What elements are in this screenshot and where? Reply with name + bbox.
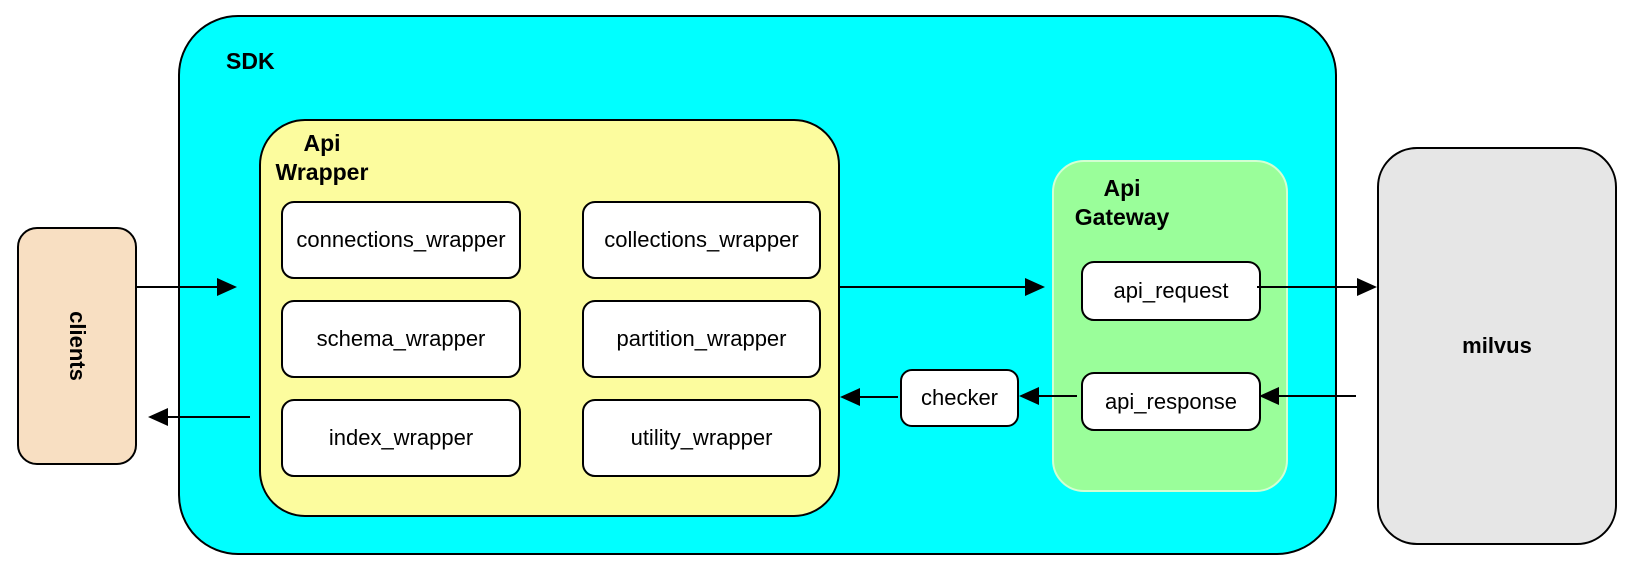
arrowhead-clients-to-wrapper: [217, 278, 237, 296]
node-checker: checker: [900, 369, 1019, 427]
node-milvus: milvus: [1377, 147, 1617, 545]
arrow-line-request-to-milvus: [1257, 286, 1357, 288]
node-api-gateway-container: Api Gateway api_request api_response: [1052, 160, 1288, 492]
arrow-line-milvus-to-response: [1279, 395, 1356, 397]
sdk-label: SDK: [226, 48, 275, 74]
node-api-wrapper-container: Api Wrapper connections_wrapper collecti…: [259, 119, 840, 517]
node-collections-wrapper: collections_wrapper: [582, 201, 821, 279]
api-gateway-label: Api Gateway: [1074, 175, 1170, 230]
arrowhead-wrapper-to-gateway: [1025, 278, 1045, 296]
arrowhead-milvus-to-response: [1259, 387, 1279, 405]
clients-label: clients: [64, 311, 90, 381]
arrowhead-request-to-milvus: [1357, 278, 1377, 296]
node-api-request: api_request: [1081, 261, 1261, 321]
checker-label: checker: [920, 385, 999, 410]
arrow-line-wrapper-to-clients: [166, 416, 250, 418]
node-sdk-container: SDK Api Wrapper connections_wrapper coll…: [178, 15, 1337, 555]
arrow-line-checker-to-wrapper: [860, 396, 898, 398]
milvus-label: milvus: [1462, 333, 1532, 358]
wrapper-grid: connections_wrapper collections_wrapper …: [281, 201, 821, 477]
node-utility-wrapper: utility_wrapper: [582, 399, 821, 477]
arrow-line-wrapper-to-gateway: [838, 286, 1025, 288]
arrowhead-checker-to-wrapper: [840, 388, 860, 406]
node-connections-wrapper: connections_wrapper: [281, 201, 521, 279]
node-index-wrapper: index_wrapper: [281, 399, 521, 477]
node-partition-wrapper: partition_wrapper: [582, 300, 821, 378]
arrow-line-clients-to-wrapper: [137, 286, 217, 288]
api-wrapper-label: Api Wrapper: [275, 130, 369, 185]
node-clients: clients: [17, 227, 137, 465]
arrowhead-response-to-checker: [1019, 387, 1039, 405]
node-schema-wrapper: schema_wrapper: [281, 300, 521, 378]
node-api-response: api_response: [1081, 372, 1261, 431]
arrow-line-response-to-checker: [1039, 395, 1077, 397]
arrowhead-wrapper-to-clients: [148, 408, 168, 426]
